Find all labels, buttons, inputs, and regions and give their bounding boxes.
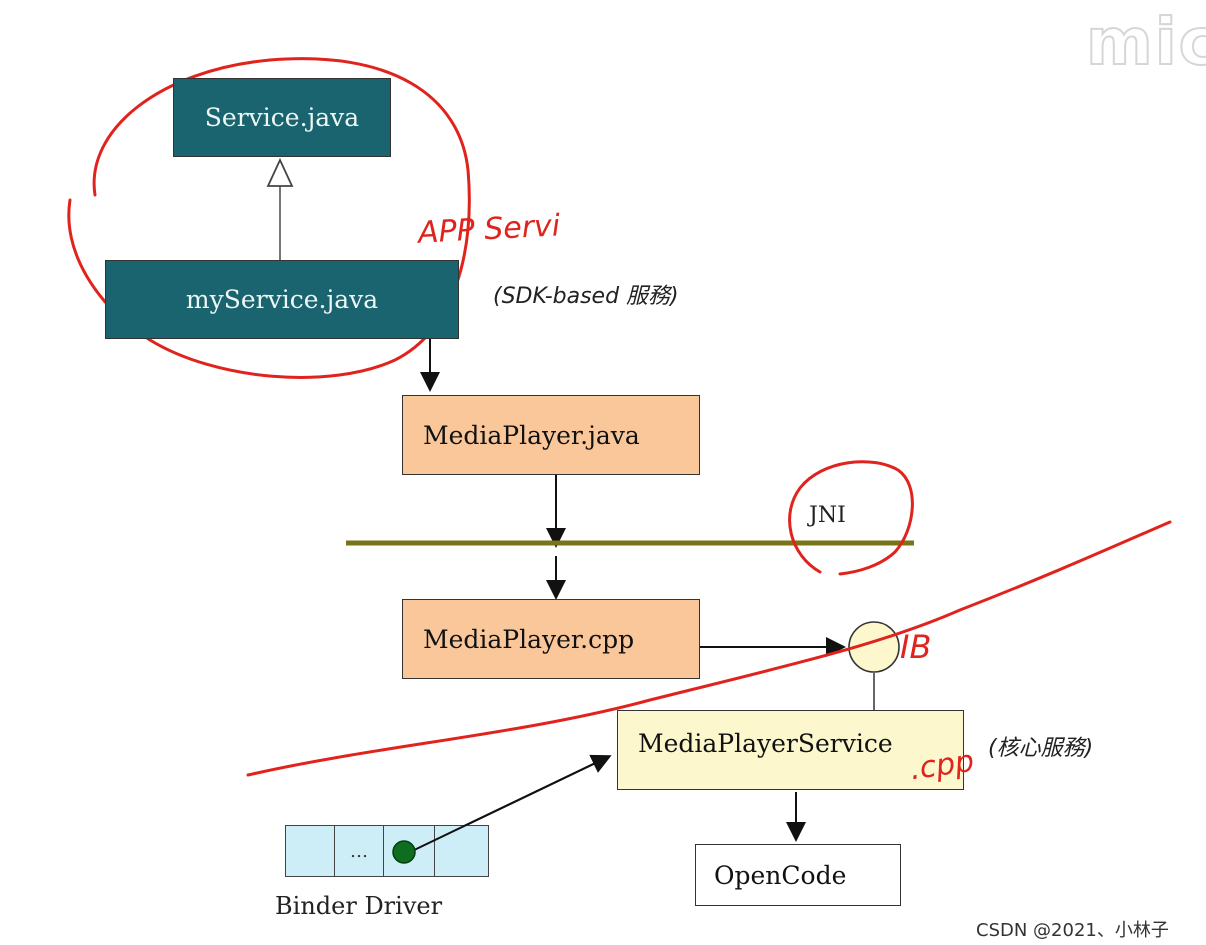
binder-cell (285, 825, 335, 877)
service-java-label: Service.java (204, 103, 360, 132)
handwritten-ib: IB (900, 628, 932, 666)
handwritten-app-service: APP Servi (417, 208, 561, 251)
mediaplayer-java-box: MediaPlayer.java (402, 395, 700, 475)
red-circle-jni (788, 460, 914, 576)
binder-driver-label: Binder Driver (275, 892, 443, 920)
opencode-label: OpenCode (714, 860, 847, 890)
logo-watermark: mic (1085, 5, 1206, 81)
jni-label: JNI (809, 503, 846, 528)
service-java-box: Service.java (173, 78, 391, 157)
inheritance-triangle (266, 157, 294, 187)
red-divider-line (246, 520, 1172, 777)
sdk-based-note: (SDK-based 服務) (493, 284, 679, 309)
mediaplayer-cpp-label: MediaPlayer.cpp (423, 624, 635, 654)
core-service-note: (核心服務) (988, 736, 1094, 761)
binder-cell-node (383, 825, 435, 877)
binder-ellipsis-text: … (350, 840, 368, 862)
opencode-box: OpenCode (695, 844, 901, 906)
red-circle-app-layer (67, 57, 471, 379)
csdn-watermark: CSDN @2021、小林子 (976, 920, 1169, 941)
myservice-java-box: myService.java (105, 260, 459, 339)
mediaplayer-cpp-box: MediaPlayer.cpp (402, 599, 700, 679)
mediaplayer-service-box: MediaPlayerService (617, 710, 964, 790)
binder-cell (434, 825, 489, 877)
myservice-java-label: myService.java (185, 285, 379, 314)
binder-cell-ellipsis: … (334, 825, 384, 877)
mediaplayer-service-label: MediaPlayerService (638, 729, 893, 758)
mediaplayer-java-label: MediaPlayer.java (423, 420, 640, 450)
